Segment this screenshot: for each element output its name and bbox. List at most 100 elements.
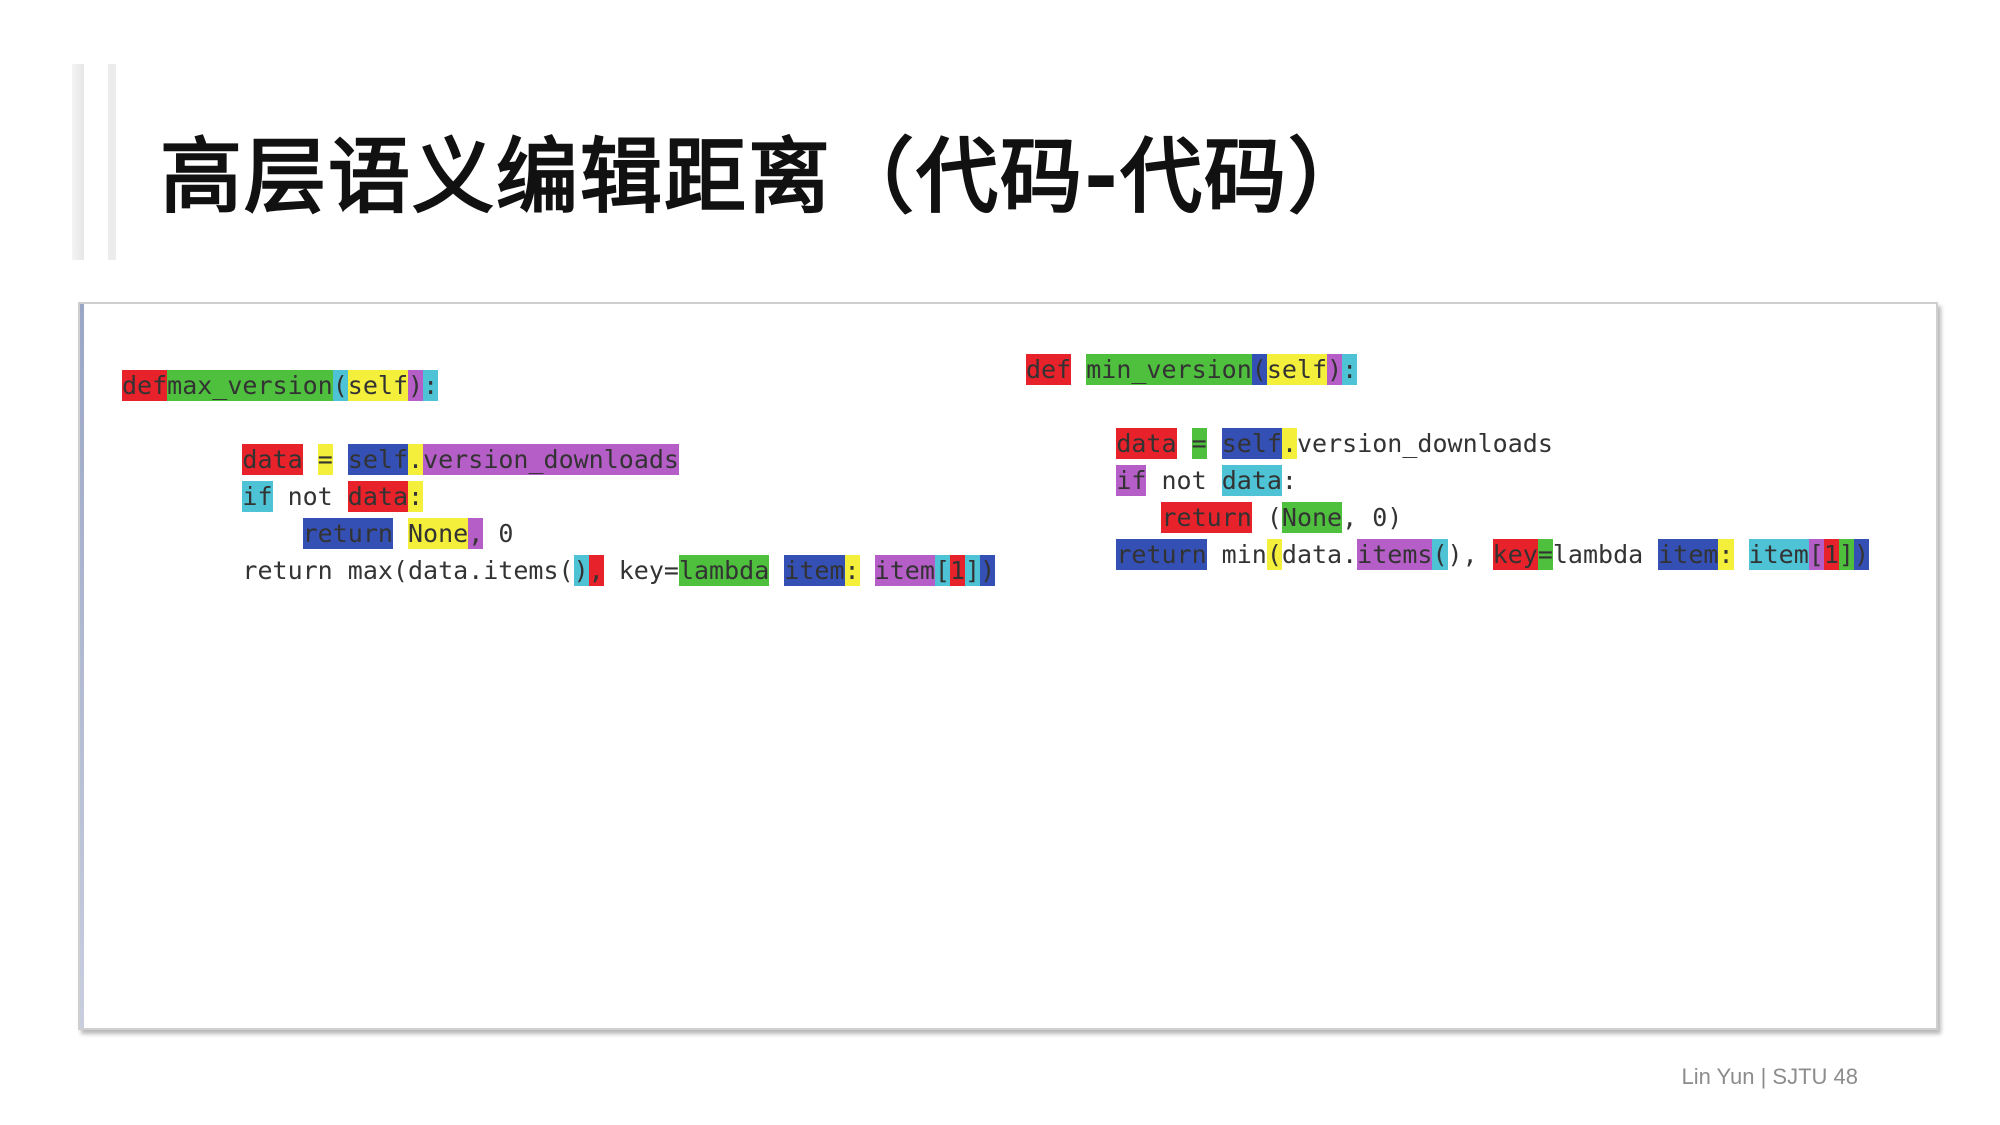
highlighted-token: : bbox=[1342, 354, 1358, 385]
code-line: defmax_version(self): bbox=[122, 368, 995, 405]
code-token bbox=[1026, 429, 1116, 458]
code-token bbox=[122, 519, 303, 548]
code-line: return max(data.items(), key=lambda item… bbox=[122, 553, 996, 590]
highlighted-token: self bbox=[1221, 428, 1282, 459]
code-line: def min_version(self): bbox=[1026, 352, 1869, 389]
code-token: not bbox=[1146, 466, 1222, 495]
highlighted-token: def bbox=[122, 370, 168, 401]
highlighted-token: . bbox=[408, 444, 424, 475]
highlighted-token: item bbox=[784, 555, 845, 586]
highlighted-token: if bbox=[1116, 465, 1147, 496]
highlighted-token: data bbox=[1221, 465, 1282, 496]
highlighted-token: def bbox=[1026, 354, 1072, 385]
highlighted-token: ( bbox=[1251, 354, 1267, 385]
highlighted-token: ) bbox=[573, 555, 589, 586]
code-token bbox=[769, 556, 784, 585]
code-token bbox=[1026, 540, 1116, 569]
code-token: version_downloads bbox=[1297, 429, 1553, 458]
accent-bar-thin bbox=[108, 64, 116, 260]
code-token bbox=[122, 445, 242, 474]
code-line: return (None, 0) bbox=[1026, 500, 1869, 537]
highlighted-token: None bbox=[1281, 502, 1343, 533]
code-token bbox=[1734, 540, 1749, 569]
code-token bbox=[1026, 503, 1161, 532]
code-token bbox=[1207, 429, 1222, 458]
code-token: key= bbox=[603, 556, 679, 585]
code-image-panel: defmax_version(self): data = self.versio… bbox=[78, 302, 1938, 1030]
code-token bbox=[333, 445, 348, 474]
code-token: not bbox=[272, 482, 348, 511]
highlighted-token: [ bbox=[934, 555, 950, 586]
highlighted-token: self bbox=[1266, 354, 1328, 385]
highlighted-token: ( bbox=[332, 370, 348, 401]
highlighted-token: version_downloads bbox=[423, 444, 679, 475]
highlighted-token: : bbox=[844, 555, 860, 586]
highlighted-token: self bbox=[347, 370, 409, 401]
code-token bbox=[393, 519, 408, 548]
highlighted-token: ] bbox=[1838, 539, 1854, 570]
code-line: if not data: bbox=[1026, 463, 1869, 500]
highlighted-token: ( bbox=[1432, 539, 1448, 570]
highlighted-token: return bbox=[302, 518, 393, 549]
highlighted-token: = bbox=[1537, 539, 1553, 570]
code-line: return None, 0 bbox=[122, 516, 995, 553]
code-token bbox=[1026, 466, 1116, 495]
code-token: 0 bbox=[483, 519, 514, 548]
code-token bbox=[122, 482, 242, 511]
code-line bbox=[122, 405, 995, 442]
highlighted-token: item bbox=[1748, 539, 1809, 570]
highlighted-token: None bbox=[408, 518, 469, 549]
highlighted-token: lambda bbox=[678, 555, 770, 586]
highlighted-token: min_version bbox=[1086, 354, 1252, 385]
highlighted-token: : bbox=[408, 481, 424, 512]
highlighted-token: items bbox=[1357, 539, 1433, 570]
code-token: return max(data.items( bbox=[242, 556, 574, 585]
code-token: min bbox=[1206, 540, 1267, 569]
code-line: return min(data.items(), key=lambda item… bbox=[1026, 537, 1870, 574]
highlighted-token: ( bbox=[1266, 539, 1282, 570]
highlighted-token: self bbox=[347, 444, 409, 475]
highlighted-token: data bbox=[1116, 428, 1177, 459]
highlighted-token: ) bbox=[408, 370, 424, 401]
highlighted-token: item bbox=[874, 555, 935, 586]
code-block-min-version: def min_version(self): data = self.versi… bbox=[1026, 352, 1870, 574]
code-token bbox=[1177, 429, 1192, 458]
code-block-max-version: defmax_version(self): data = self.versio… bbox=[122, 368, 996, 590]
highlighted-token: return bbox=[1161, 502, 1252, 533]
highlighted-token: data bbox=[242, 444, 303, 475]
highlighted-token: = bbox=[1191, 428, 1207, 459]
highlighted-token: , bbox=[588, 555, 604, 586]
highlighted-token: key bbox=[1492, 539, 1538, 570]
code-token bbox=[1071, 355, 1086, 384]
highlighted-token: , bbox=[468, 518, 484, 549]
code-token bbox=[303, 445, 318, 474]
highlighted-token: = bbox=[317, 444, 333, 475]
slide-footer: Lin Yun | SJTU 48 bbox=[1681, 1064, 1858, 1089]
highlighted-token: data bbox=[347, 481, 409, 512]
code-token: lambda bbox=[1552, 540, 1659, 569]
code-line bbox=[1026, 389, 1869, 426]
highlighted-token: : bbox=[423, 370, 439, 401]
code-token: : bbox=[1281, 466, 1297, 495]
code-token: , 0) bbox=[1342, 503, 1403, 532]
highlighted-token: ) bbox=[1853, 539, 1870, 570]
highlighted-token: item bbox=[1658, 539, 1719, 570]
highlighted-token: : bbox=[1718, 539, 1734, 570]
highlighted-token: max_version bbox=[167, 370, 333, 401]
code-token bbox=[860, 556, 875, 585]
highlighted-token: ] bbox=[965, 555, 981, 586]
highlighted-token: ) bbox=[1327, 354, 1343, 385]
highlighted-token: [ bbox=[1808, 539, 1824, 570]
code-token bbox=[122, 556, 242, 585]
highlighted-token: 1 bbox=[949, 555, 966, 586]
highlighted-token: return bbox=[1116, 539, 1207, 570]
code-token: data. bbox=[1281, 540, 1358, 569]
code-token: ), bbox=[1447, 540, 1493, 569]
highlighted-token: if bbox=[242, 481, 273, 512]
highlighted-token: ) bbox=[980, 555, 996, 586]
highlighted-token: . bbox=[1281, 428, 1297, 459]
code-line: data = self.version_downloads bbox=[122, 442, 995, 479]
code-line: if not data: bbox=[122, 479, 995, 516]
slide-title: 高层语义编辑距离（代码-代码） bbox=[160, 130, 1373, 225]
highlighted-token: 1 bbox=[1823, 539, 1839, 570]
